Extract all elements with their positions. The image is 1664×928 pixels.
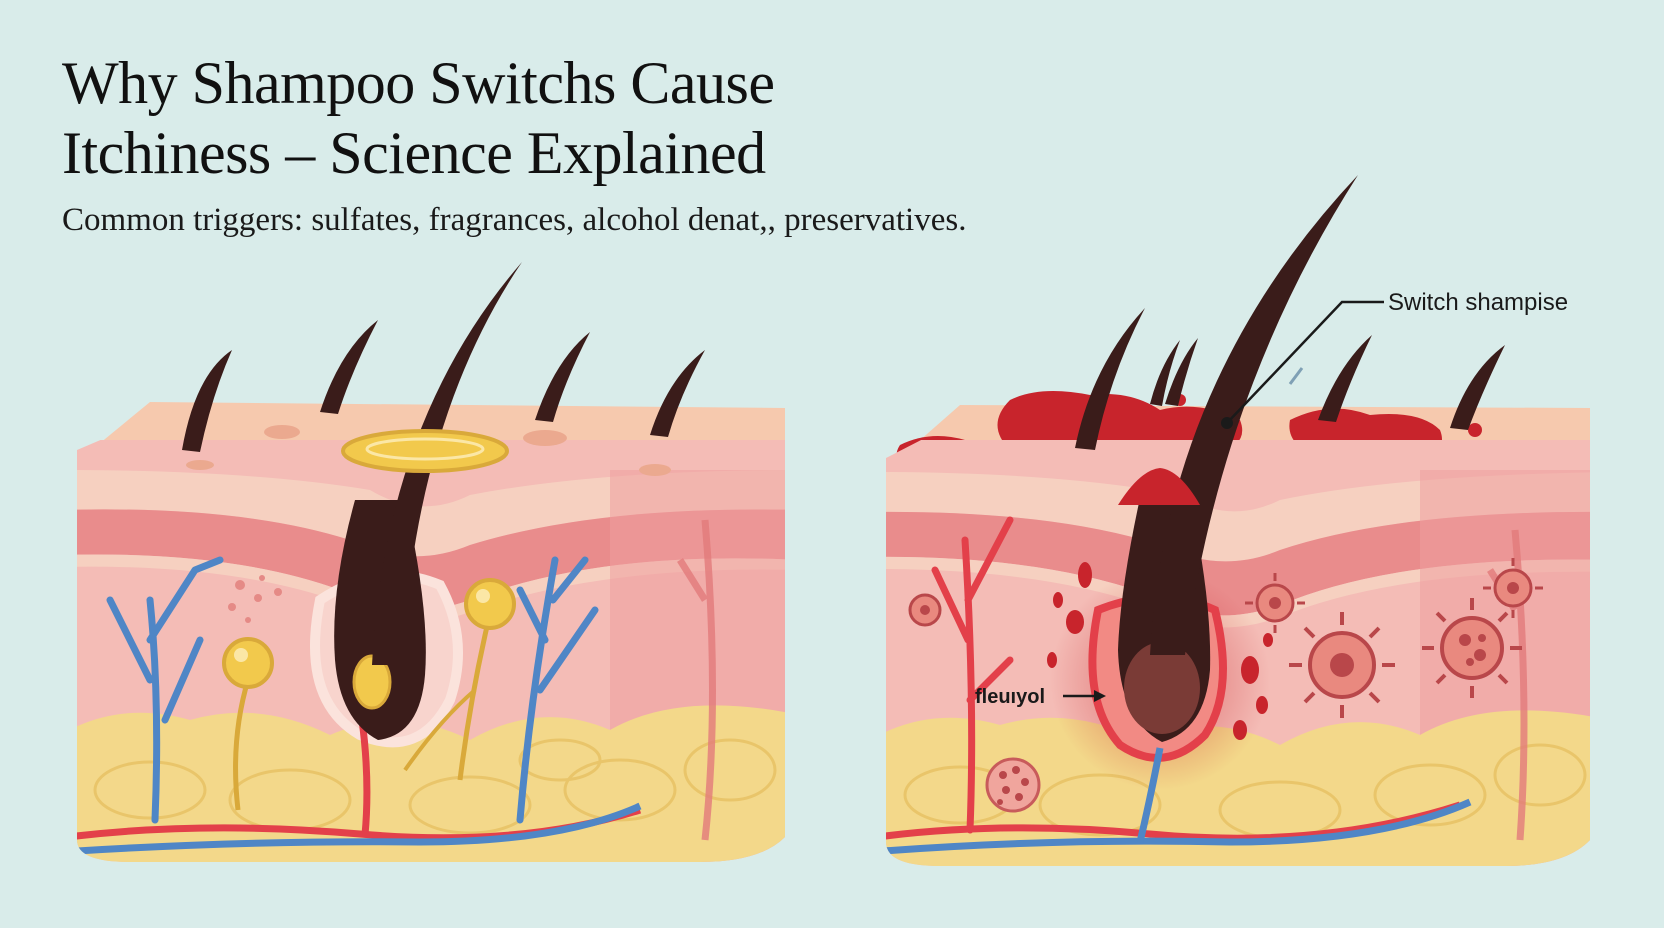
page-title: Why Shampoo Switchs Cause Itchiness – Sc…	[62, 48, 775, 188]
healthy-skin-block	[77, 262, 785, 862]
artery-icon	[358, 719, 371, 836]
irritated-skin-block: Switch shampise fleuıyol	[886, 175, 1590, 866]
follicle-label: fleuıyol	[975, 686, 1045, 708]
switch-shampoo-annotation: Switch shampise	[1221, 289, 1568, 429]
title-line-2: Itchiness – Science Explained	[62, 120, 766, 186]
follicle-annotation: fleuıyol	[975, 686, 1106, 708]
microbe-icon	[1245, 573, 1305, 633]
microbe-icon	[985, 757, 1041, 813]
microbe-icon	[1422, 598, 1522, 698]
irritated-fat-layer	[886, 710, 1590, 866]
microbe-icon	[908, 593, 942, 627]
hair-icon	[1150, 175, 1358, 655]
vein-icon	[106, 556, 599, 824]
microbe-icon	[1289, 612, 1395, 718]
title-line-1: Why Shampoo Switchs Cause	[62, 50, 775, 116]
sebaceous-gland-icon	[222, 578, 516, 811]
hair-icon	[372, 262, 522, 665]
switch-shampoo-label: Switch shampise	[1388, 289, 1568, 316]
subtitle: Common triggers: sulfates, fragrances, a…	[62, 202, 967, 238]
microbe-icon	[1483, 558, 1543, 618]
